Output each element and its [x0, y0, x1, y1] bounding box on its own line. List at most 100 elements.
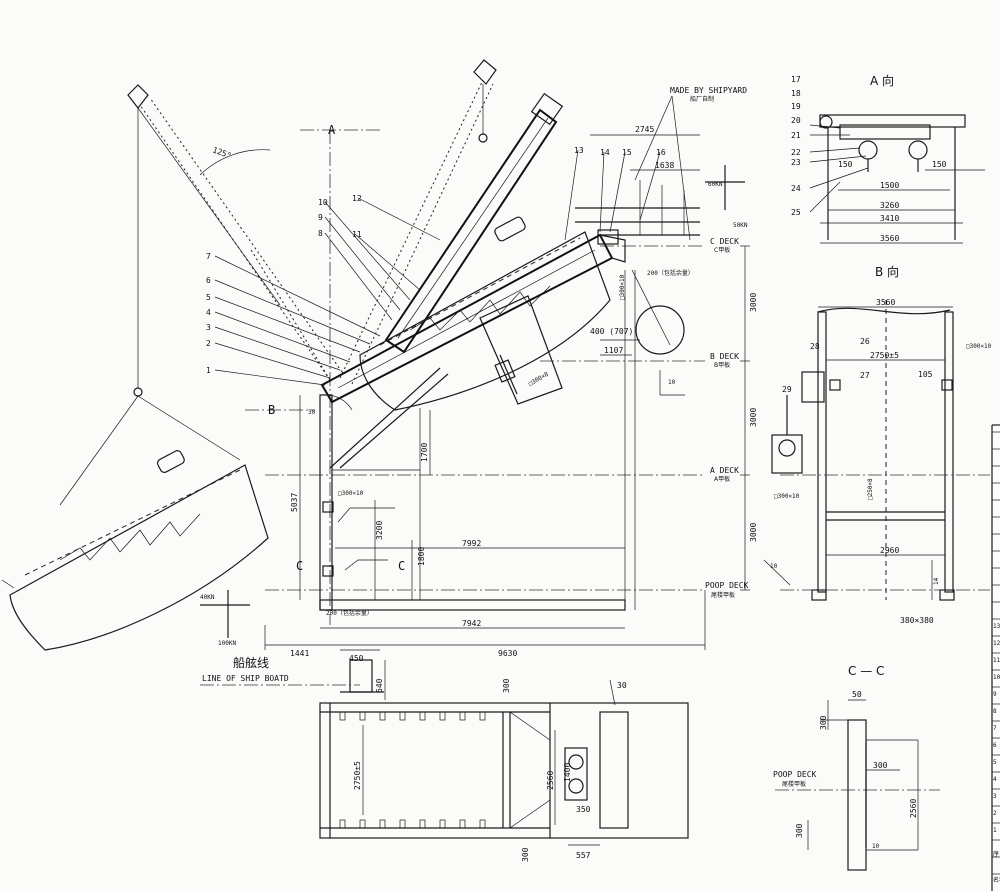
load-50kn: 50KN [733, 222, 748, 229]
load-40kn: 40KN [200, 594, 215, 601]
view-b-2960: 2960 [880, 546, 899, 555]
section-box-1 [322, 501, 334, 513]
part-number-9: 9 [318, 213, 323, 222]
shipyard-note-cn: 船厂自制 [690, 95, 714, 103]
lifeboat-stowed-hatch [494, 216, 526, 242]
winch-cable [631, 269, 671, 346]
ship-board-en: LINE OF SHIP BOATD [202, 674, 289, 683]
view-b-winch-box [801, 371, 825, 403]
part-number-17: 17 [791, 75, 801, 84]
winch-drum-circle [635, 305, 685, 355]
load-100kn: 100KN [218, 640, 236, 647]
winch-block [597, 229, 619, 245]
angle-arc-lower [324, 394, 353, 411]
part-number-30: 30 [617, 681, 627, 690]
table-row-10: 10 [993, 674, 1000, 681]
sling-right [137, 395, 241, 461]
box-300x8: □300×8 [528, 371, 551, 388]
part-number-23: 23 [791, 158, 801, 167]
view-b: B 向 3560 2750±5 □300×10 105 □250×8 □300×… [763, 264, 992, 625]
davit-swing-line-2 [149, 97, 343, 373]
plan-300-bottom: 300 [521, 847, 530, 862]
view-a-sheave-right [908, 140, 928, 160]
dim-3000-mid: 3000 [749, 408, 758, 427]
plan-leader-30 [609, 679, 616, 706]
view-b-14: 14 [933, 577, 940, 585]
table-row-2: 2 [993, 810, 997, 817]
view-a-title: A 向 [870, 73, 894, 88]
dim-400-707: 400 (707) [590, 327, 633, 336]
tackle-line [137, 107, 281, 306]
section-300-lower: 300 [795, 823, 804, 838]
dim-9630: 9630 [498, 649, 517, 658]
plan-bolt-row-bottom [339, 819, 486, 829]
view-b-left-column [817, 311, 827, 593]
angle-10: 10 [668, 379, 676, 386]
plan-350: 350 [576, 805, 591, 814]
table-row-12: 12 [993, 640, 1000, 647]
weld-symbol-2 [344, 559, 388, 571]
dim-200-upper: 200（包括余量） [647, 269, 694, 277]
dim-1700: 1700 [420, 443, 429, 462]
track-end-plate [598, 234, 626, 263]
deck-label-a-cn: A甲板 [714, 475, 730, 483]
lifeboat-lowered-canopy [24, 469, 241, 576]
part-number-6: 6 [206, 276, 211, 285]
dim-2745: 2745 [635, 125, 654, 134]
view-a-150-right: 150 [932, 160, 947, 169]
table-row-7: 7 [993, 725, 997, 732]
table-row-3: 3 [993, 793, 997, 800]
hook-middle [478, 133, 488, 143]
part-leaders [214, 95, 691, 386]
table-bottom-label: 名称 [993, 876, 1000, 884]
plan-view: 船舷线 LINE OF SHIP BOATD 450 640 300 2750±… [200, 649, 689, 862]
box-300x10-2: □300×10 [619, 274, 626, 300]
dim-1107: 1107 [604, 346, 623, 355]
view-a-3260: 3260 [880, 201, 899, 210]
view-b-top-wavy [817, 307, 951, 315]
frame-brace [329, 367, 441, 469]
view-b-motor-drum [778, 439, 796, 457]
dim-3000-lower: 3000 [749, 523, 758, 542]
section-title: C — C [848, 664, 884, 678]
section-deck-cn: 尾楼甲板 [782, 780, 806, 788]
section-deck-en: POOP DECK [773, 770, 817, 779]
davit-swing-line-5 [249, 247, 331, 381]
view-b-380: 380×380 [900, 616, 934, 625]
angle-30: 30 [308, 409, 316, 416]
view-b-angle-10: 10 [770, 563, 778, 570]
davit-head-winch [530, 92, 564, 126]
view-a-1500: 1500 [880, 181, 899, 190]
davit-swing-line-4 [351, 83, 494, 385]
part-number-26: 26 [860, 337, 870, 346]
section-mark-c-right: C [398, 559, 405, 573]
load-60kn: 60KN [708, 181, 723, 188]
part-number-29: 29 [782, 385, 792, 394]
part-number-13: 13 [574, 146, 584, 155]
shipyard-note-en: MADE BY SHIPYARD [670, 86, 747, 95]
deck-label-c-cn: C甲板 [714, 246, 730, 254]
view-a-winch-frame [839, 124, 931, 140]
frame-brace-inner [339, 373, 449, 469]
section-box-2 [322, 565, 334, 577]
view-b-2750: 2750±5 [870, 351, 899, 360]
view-b-title: B 向 [875, 264, 899, 279]
sling-left [59, 395, 139, 506]
plan-sheave-2 [568, 778, 584, 794]
plan-557: 557 [576, 851, 591, 860]
base-beam [319, 599, 626, 611]
lifeboat-stowed-seats [409, 285, 551, 331]
table-row-4: 4 [993, 776, 997, 783]
lifeboat-lowered-hatch [156, 450, 185, 474]
view-b-weld-leader [763, 559, 791, 586]
dim-5037: 5037 [290, 493, 299, 512]
part-number-11: 11 [352, 230, 362, 239]
plan-winch-unit [349, 659, 373, 693]
view-a: A 向 17 18 19 20 21 22 23 24 25 1500 150 … [791, 73, 985, 244]
deck-label-b: B DECK [710, 352, 739, 361]
table-row-9: 9 [993, 691, 997, 698]
lifeboat-stowed [359, 231, 611, 411]
section-column [847, 719, 867, 871]
part-number-22: 22 [791, 148, 801, 157]
